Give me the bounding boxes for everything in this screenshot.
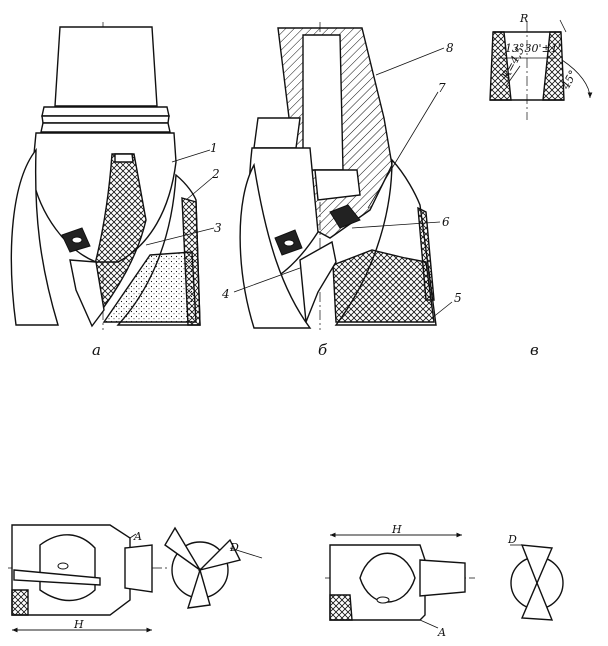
lower-left-leader-a	[129, 533, 137, 539]
figure-b-bit-section: 8 7 6 4 5 б	[221, 22, 462, 359]
lower-left-bit-views: A H D	[8, 524, 263, 633]
lower-right-nozzle	[376, 596, 390, 604]
figure-a-nozzle-hole	[71, 236, 83, 244]
figure-a-leg	[10, 147, 59, 326]
lower-left-blade	[197, 538, 242, 572]
leader-1	[171, 149, 211, 163]
lower-left-jet	[13, 569, 101, 586]
figure-b-leg	[239, 162, 312, 329]
figure-a-thread-ridge	[41, 106, 170, 117]
label-3: 3	[214, 221, 222, 235]
lower-left-blade	[186, 567, 211, 609]
lower-right-blade	[520, 581, 554, 621]
figure-a-thread-ridge	[41, 115, 170, 124]
figure-b-tooth	[299, 240, 337, 323]
figure-b-bearing	[329, 204, 361, 229]
figure-a-thread-ridge	[40, 122, 171, 133]
lower-right-cone	[359, 552, 416, 603]
lower-left-leader-d	[229, 547, 263, 559]
label-1: 1	[210, 141, 218, 155]
figure-b-nozzle-hole	[283, 239, 295, 247]
label-8: 8	[446, 41, 454, 55]
lower-left-blade	[164, 526, 201, 571]
lower-right-leader-a	[419, 619, 439, 629]
lower-left-shank	[124, 544, 153, 593]
figure-b-gauge-inserts	[417, 206, 435, 301]
figure-b-cavity	[314, 169, 361, 201]
lower-left-label-h: H	[73, 618, 84, 631]
label-6: 6	[442, 215, 450, 229]
leader-8	[375, 47, 445, 76]
caption-v: в	[530, 341, 539, 359]
lower-right-label-a: A	[437, 626, 446, 639]
figure-a-slot	[114, 153, 134, 163]
lower-right-label-h: H	[391, 523, 402, 536]
lower-right-label-d: D	[507, 533, 517, 546]
leader-4	[233, 267, 301, 293]
figure-a-bit-assembly: 1 2 3 а	[10, 22, 222, 359]
leader-2	[185, 177, 213, 201]
figure-a-pin-shank	[54, 26, 158, 107]
leader-3	[145, 227, 215, 246]
label-angle: 13°30'±1'	[505, 42, 561, 55]
label-7: 7	[438, 81, 446, 95]
leader-7	[367, 91, 439, 209]
lower-left-teeth	[11, 589, 29, 616]
figure-a-hardfacing	[102, 251, 197, 323]
label-5: 5	[454, 291, 462, 305]
figure-v-angle-arc	[561, 59, 593, 99]
caption-a: а	[92, 341, 101, 359]
lower-right-bit-views: A H D	[325, 523, 564, 639]
lower-left-nozzle	[57, 562, 69, 570]
figure-b-cone-inserts	[332, 249, 435, 323]
figure-a-tooth	[69, 259, 105, 328]
leader-6	[351, 221, 441, 229]
leader-5	[431, 301, 453, 319]
label-4: 4	[221, 287, 230, 301]
lower-right-teeth	[329, 594, 353, 621]
lower-right-shank	[419, 559, 466, 597]
caption-b: б	[318, 341, 328, 359]
lower-right-blade	[520, 544, 554, 585]
figure-v-leader-r	[559, 19, 567, 33]
figure-v-leader-radius	[505, 65, 521, 87]
label-corner-r: R	[519, 12, 528, 25]
label-2: 2	[211, 167, 220, 181]
figure-v-nozzle-detail: 13°30'±1' R R=4,5 45° в	[489, 12, 593, 359]
figure-b-thread	[253, 117, 301, 149]
lower-left-label-a: A	[133, 530, 142, 543]
lower-left-label-d: D	[229, 541, 239, 554]
